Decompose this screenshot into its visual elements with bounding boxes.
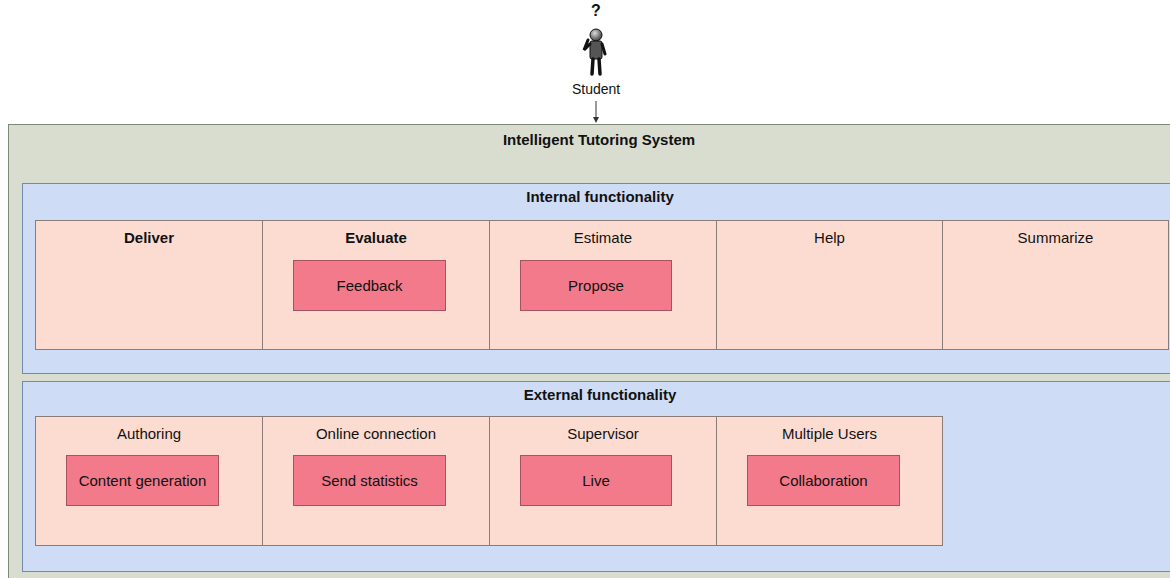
function-box: Deliver (35, 220, 263, 350)
subfunction-label: Collaboration (775, 472, 871, 489)
arrow-head (593, 117, 599, 123)
function-box: SupervisorLive (489, 416, 717, 546)
actor-label: Student (572, 81, 620, 97)
subfunction-label: Live (578, 472, 614, 489)
student-icon (584, 29, 605, 74)
question-mark: ? (591, 2, 601, 20)
box-title: Summarize (943, 229, 1168, 246)
subfunction-label: Propose (564, 277, 628, 294)
box-title: External functionality (23, 386, 1170, 403)
functionality-band: Internal functionalityDeliverEvaluateFee… (22, 183, 1170, 374)
function-box: Online connectionSend statistics (262, 416, 490, 546)
functionality-band: External functionalityAuthoringContent g… (22, 381, 1170, 572)
subfunction-box: Collaboration (747, 455, 900, 506)
box-title: Internal functionality (23, 188, 1170, 205)
box-title: Estimate (490, 229, 716, 246)
box-title: Help (717, 229, 942, 246)
box-title: Supervisor (490, 425, 716, 442)
subfunction-box: Feedback (293, 260, 446, 311)
box-title: Authoring (36, 425, 262, 442)
function-box: Summarize (942, 220, 1169, 350)
system-frame: Intelligent Tutoring SystemInternal func… (8, 124, 1170, 578)
function-box: AuthoringContent generation (35, 416, 263, 546)
box-title: Intelligent Tutoring System (9, 131, 1170, 148)
subfunction-label: Send statistics (317, 472, 422, 489)
subfunction-label: Content generation (75, 472, 211, 489)
function-box: Multiple UsersCollaboration (716, 416, 943, 546)
student-arrow (596, 101, 597, 119)
subfunction-box: Send statistics (293, 455, 446, 506)
subfunction-box: Propose (520, 260, 672, 311)
function-box: Help (716, 220, 943, 350)
function-box: EstimatePropose (489, 220, 717, 350)
subfunction-box: Live (520, 455, 672, 506)
function-box: EvaluateFeedback (262, 220, 490, 350)
box-title: Online connection (263, 425, 489, 442)
student-figure (0, 0, 1170, 130)
subfunction-box: Content generation (66, 455, 219, 506)
box-title: Multiple Users (717, 425, 942, 442)
box-title: Deliver (36, 229, 262, 246)
box-title: Evaluate (263, 229, 489, 246)
subfunction-label: Feedback (333, 277, 407, 294)
